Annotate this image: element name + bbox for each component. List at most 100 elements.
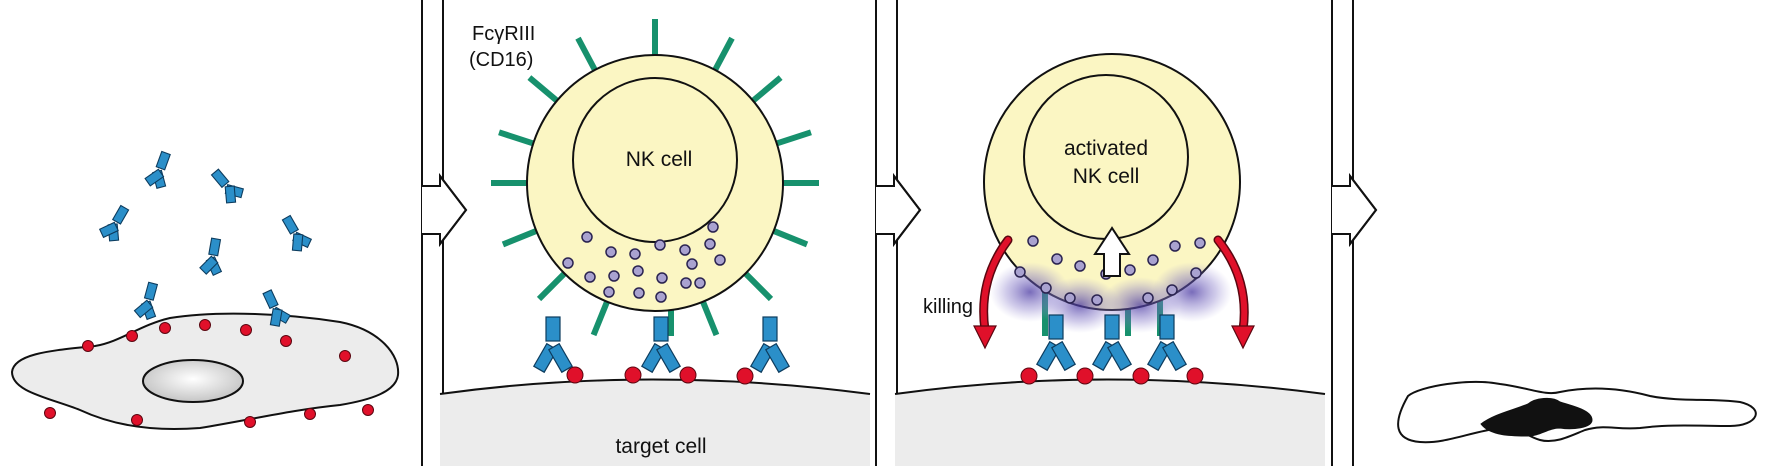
granule-release-cloud bbox=[1152, 262, 1232, 322]
antibody-arm bbox=[291, 233, 304, 252]
antibody-icon bbox=[532, 316, 574, 374]
antibody-stem bbox=[1048, 314, 1064, 340]
antibody-arm bbox=[1161, 340, 1188, 372]
granule-icon bbox=[655, 291, 667, 303]
panel-1 bbox=[10, 150, 400, 431]
fc-receptor-icon bbox=[710, 36, 735, 75]
antibody-arm bbox=[655, 342, 682, 374]
antigen-icon bbox=[736, 367, 754, 385]
granule-icon bbox=[1051, 253, 1063, 265]
antibody-icon bbox=[640, 316, 682, 374]
antibody-icon bbox=[133, 281, 159, 321]
antibody-group bbox=[1035, 314, 1188, 372]
antigen-icon bbox=[159, 322, 171, 334]
granule-icon bbox=[1040, 282, 1052, 294]
granule-icon bbox=[629, 248, 641, 260]
granule-icon bbox=[608, 270, 620, 282]
target-cell-label: target cell bbox=[615, 435, 706, 458]
granule-icon bbox=[632, 265, 644, 277]
antibody-arm bbox=[133, 299, 154, 319]
antigen-icon bbox=[240, 324, 252, 336]
granule-icon bbox=[1169, 240, 1181, 252]
antibody-stem bbox=[143, 281, 159, 301]
antibody-icon bbox=[210, 168, 244, 204]
killing-arrow-shaft bbox=[980, 237, 1011, 333]
antibody-icon bbox=[281, 214, 313, 252]
fc-receptor-icon bbox=[527, 75, 562, 106]
granule-icon bbox=[1091, 294, 1103, 306]
antibody-icon bbox=[199, 237, 223, 277]
antibody-icon bbox=[1035, 314, 1077, 372]
fc-receptor-icon bbox=[536, 268, 570, 302]
granule-icon bbox=[704, 238, 716, 250]
granule-icon bbox=[1124, 264, 1136, 276]
target-cell-surface bbox=[440, 379, 870, 466]
antigen-icon bbox=[566, 366, 584, 384]
antibody-stem bbox=[762, 316, 778, 342]
antigen-group bbox=[566, 366, 754, 385]
granule-icon bbox=[1190, 267, 1202, 279]
nk-nucleus bbox=[572, 77, 738, 243]
activated-label-line1: activated bbox=[1064, 137, 1148, 160]
step-arrow-outline bbox=[876, 173, 922, 247]
antigen-icon bbox=[199, 319, 211, 331]
granule-icon bbox=[562, 257, 574, 269]
antibody-stem bbox=[111, 204, 130, 225]
granule-icon bbox=[633, 287, 645, 299]
granule-icon bbox=[584, 271, 596, 283]
killing-arrow-shaft bbox=[1215, 237, 1248, 333]
granule-icon bbox=[1064, 292, 1076, 304]
fc-receptor-icon bbox=[498, 129, 538, 148]
fc-receptor-group bbox=[491, 19, 819, 337]
granule-icon bbox=[605, 246, 617, 258]
killing-arrow-icon bbox=[1213, 235, 1255, 350]
granule-icon bbox=[679, 244, 691, 256]
antibody-icon bbox=[1146, 314, 1188, 372]
activated-label-line2: NK cell bbox=[1073, 165, 1140, 188]
granule-icon bbox=[1166, 284, 1178, 296]
granule-icon bbox=[707, 221, 719, 233]
divider-gap bbox=[877, 187, 896, 233]
antibody-stem bbox=[1159, 314, 1175, 340]
antigen-icon bbox=[304, 408, 316, 420]
granule-icon bbox=[686, 258, 698, 270]
antibody-stem bbox=[653, 316, 669, 342]
antibody-arm bbox=[764, 342, 791, 374]
divider-gap bbox=[1333, 187, 1352, 233]
antibody-icon bbox=[262, 289, 291, 327]
fc-receptor-icon bbox=[768, 226, 809, 248]
killing-arrow-group bbox=[973, 235, 1255, 350]
nk-cell-label: NK cell bbox=[626, 148, 693, 171]
antigen-group bbox=[44, 319, 374, 428]
antibody-stem bbox=[281, 214, 300, 235]
receptor-label-line1: FcγRIII bbox=[472, 23, 535, 45]
target-cell-membrane bbox=[439, 378, 871, 395]
antibody-icon bbox=[144, 150, 171, 189]
killing-arrow-icon bbox=[973, 235, 1013, 350]
dead-cell-fragment bbox=[1480, 397, 1593, 437]
panel-4 bbox=[1397, 380, 1757, 444]
antibody-arm bbox=[269, 308, 283, 327]
fc-receptor-icon bbox=[740, 268, 774, 302]
antigen-icon bbox=[82, 340, 94, 352]
antigen-icon bbox=[1020, 367, 1038, 385]
antigen-icon bbox=[624, 366, 642, 384]
antibody-group bbox=[98, 150, 313, 327]
antigen-icon bbox=[44, 407, 56, 419]
target-cell-surface bbox=[895, 379, 1325, 466]
step-arrow-outline bbox=[422, 173, 468, 247]
killing-arrow-head bbox=[973, 325, 997, 350]
granule-icon bbox=[1147, 254, 1159, 266]
antibody-arm bbox=[1050, 340, 1077, 372]
antigen-icon bbox=[679, 366, 697, 384]
antibody-stem bbox=[208, 237, 222, 257]
granule-icon bbox=[603, 286, 615, 298]
antigen-icon bbox=[280, 335, 292, 347]
step-arrow-outline bbox=[1332, 173, 1378, 247]
antigen-icon bbox=[1186, 367, 1204, 385]
fc-receptor-icon bbox=[575, 36, 600, 75]
antibody-stem bbox=[545, 316, 561, 342]
granule-icon bbox=[680, 277, 692, 289]
panel-3: activated NK cell killing bbox=[894, 53, 1326, 466]
